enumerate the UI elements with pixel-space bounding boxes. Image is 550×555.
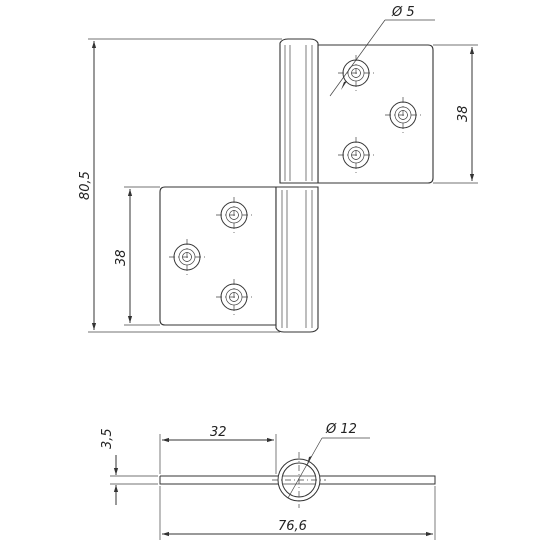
screw-hole <box>169 239 205 275</box>
thickness-label: 3,5 <box>100 428 115 449</box>
total-width-dimension: 76,6 <box>159 486 436 540</box>
screw-hole <box>385 97 421 133</box>
lower-leaf <box>159 186 277 326</box>
leaf-width-dimension: 32 <box>159 425 277 474</box>
upper-leaf <box>317 44 434 184</box>
leaf-width-label: 32 <box>210 425 227 440</box>
hinge-section-view <box>159 452 436 508</box>
upper-knuckle <box>279 38 319 184</box>
total-height-label: 80,5 <box>78 171 93 200</box>
right-leaf-height-label: 38 <box>456 105 471 122</box>
left-leaf-height-label: 38 <box>114 249 129 266</box>
hole-diameter-dimension: Ø 5 <box>329 5 435 97</box>
left-leaf-height-dimension: 38 <box>114 186 160 326</box>
screw-hole <box>216 197 252 233</box>
thickness-dimension: 3,5 <box>100 428 158 505</box>
lower-knuckle <box>275 186 319 333</box>
total-width-label: 76,6 <box>278 519 307 534</box>
total-height-dimension: 80,5 <box>78 38 282 333</box>
screw-hole <box>216 279 252 315</box>
screw-hole <box>338 137 374 173</box>
hole-diameter-label: Ø 5 <box>391 5 415 20</box>
right-leaf-height-dimension: 38 <box>433 44 478 184</box>
knuckle-diameter-label: Ø 12 <box>325 422 357 437</box>
knuckle-diameter-dimension: Ø 12 <box>287 422 370 499</box>
